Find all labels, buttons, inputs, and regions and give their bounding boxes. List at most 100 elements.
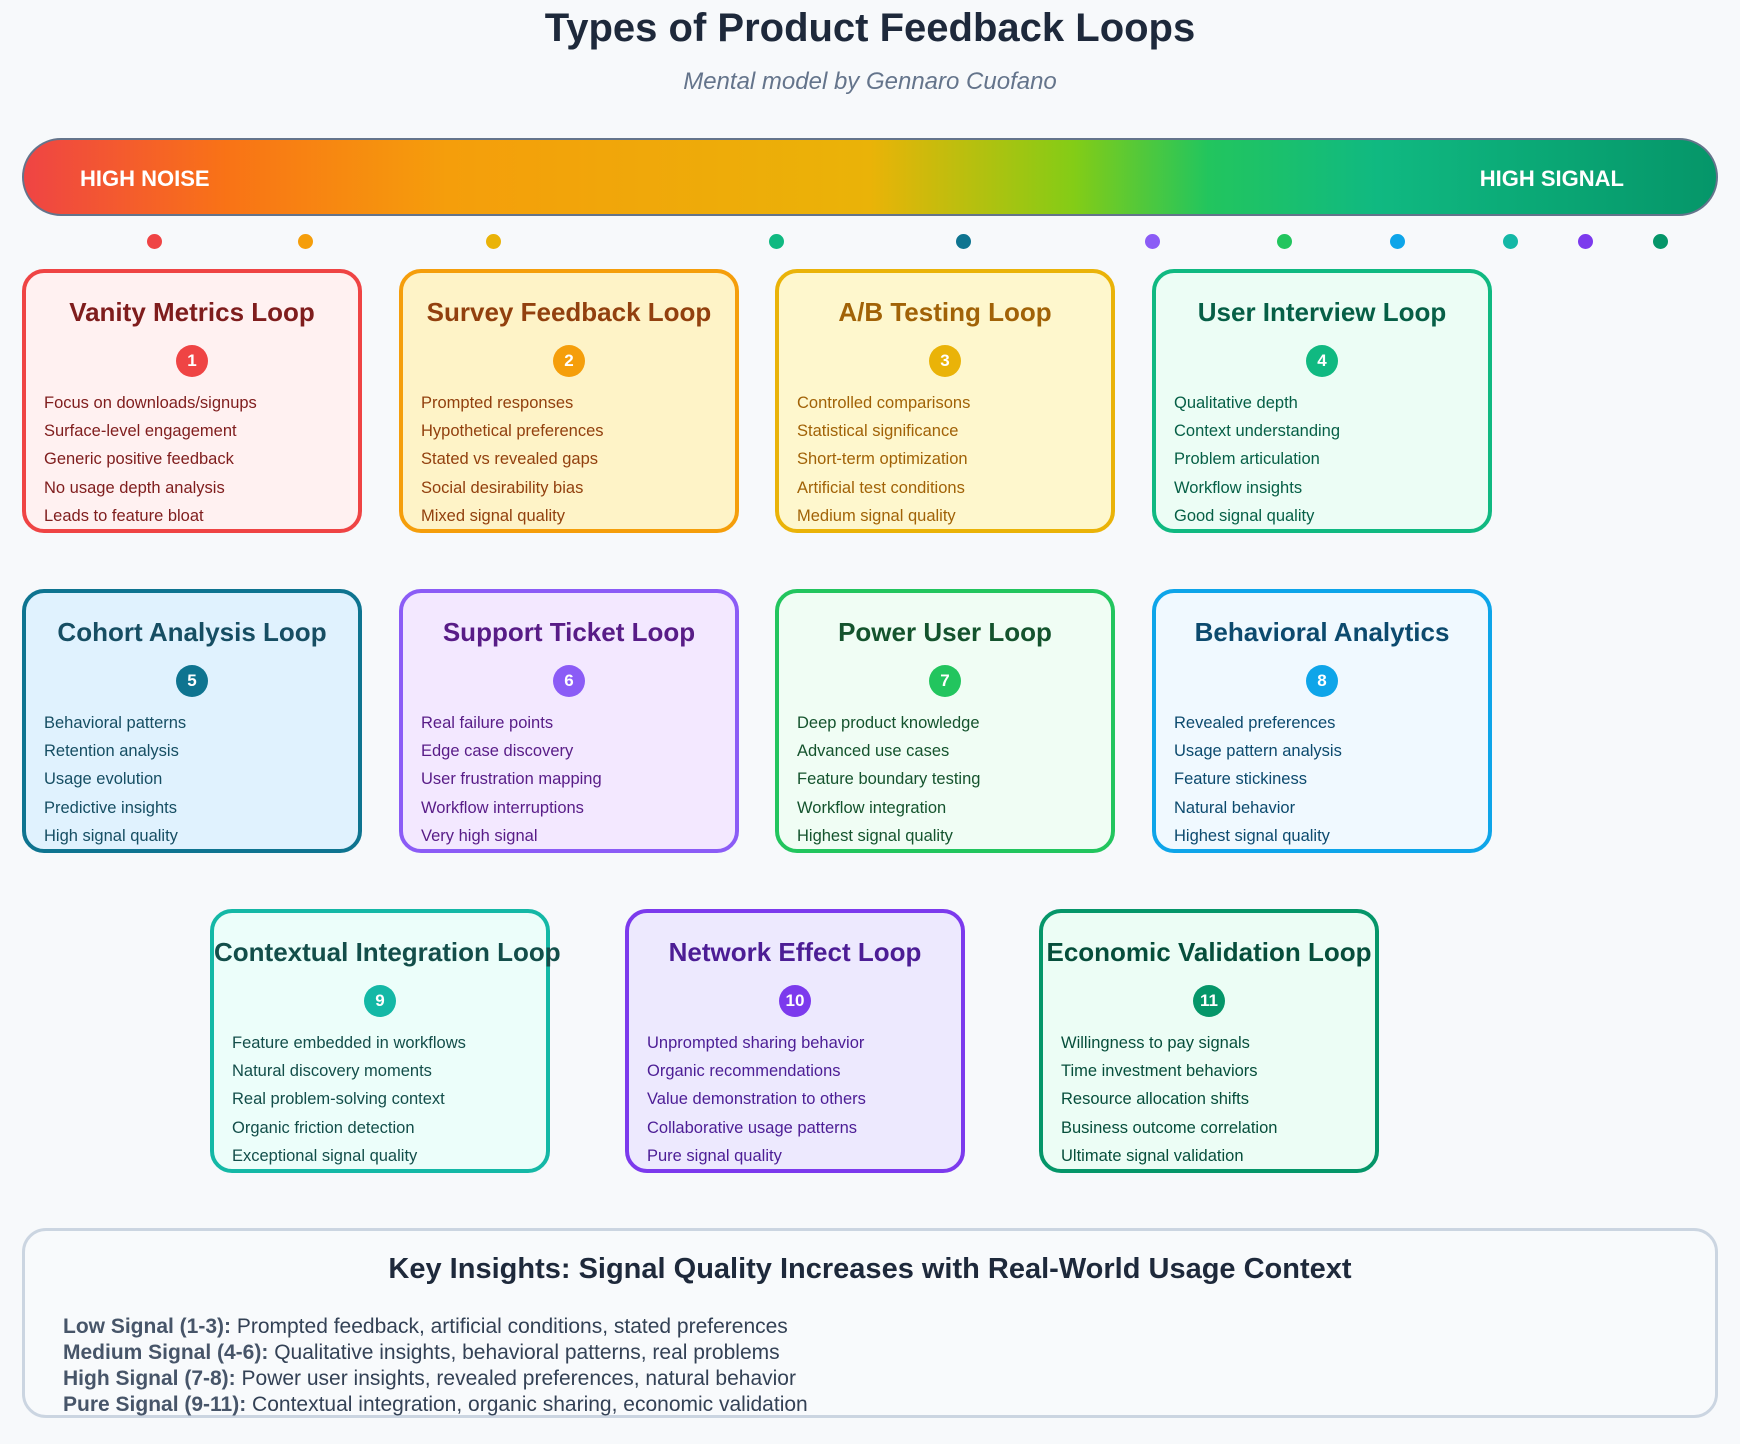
card-title: Economic Validation Loop: [1046, 937, 1372, 967]
card-item: Artificial test conditions: [797, 478, 965, 497]
card-item: Feature embedded in workflows: [232, 1034, 466, 1052]
card-title: Contextual Integration Loop: [214, 937, 561, 967]
spectrum-dot: [1578, 234, 1593, 249]
card-item: Context understanding: [1174, 422, 1341, 441]
card-item: Time investment behaviors: [1061, 1062, 1258, 1081]
card-item: Organic recommendations: [647, 1062, 841, 1081]
card-number-badge: 9: [364, 985, 396, 1017]
card-item: Collaborative usage patterns: [647, 1118, 858, 1137]
card-number-badge: 3: [929, 345, 961, 377]
card-number-badge: 8: [1306, 665, 1338, 697]
high-noise-label: HIGH NOISE: [80, 166, 210, 191]
card-item: Prompted responses: [421, 394, 574, 412]
card-item: Predictive insights: [44, 798, 177, 817]
spectrum-dot: [486, 234, 501, 249]
insight-label: Low Signal (1-3):: [63, 1315, 231, 1338]
card-item: Ultimate signal validation: [1061, 1146, 1244, 1165]
card-item: Usage pattern analysis: [1174, 742, 1342, 761]
card-item: Good signal quality: [1174, 506, 1315, 525]
card-item: Deep product knowledge: [797, 714, 980, 732]
card-number-badge: 6: [553, 665, 585, 697]
card-item: Business outcome correlation: [1061, 1118, 1278, 1137]
card-title: Survey Feedback Loop: [426, 297, 712, 327]
card-item: Surface-level engagement: [44, 422, 237, 441]
card-item: Real failure points: [421, 714, 554, 732]
card-item: Pure signal quality: [647, 1146, 782, 1165]
insight-text: Contextual integration, organic sharing,…: [246, 1393, 808, 1416]
key-insights-heading: Key Insights: Signal Quality Increases w…: [388, 1253, 1352, 1285]
card-title: User Interview Loop: [1197, 297, 1447, 327]
insight-text: Power user insights, revealed preference…: [235, 1367, 796, 1390]
card-item: Natural behavior: [1174, 798, 1296, 817]
card-item: Feature boundary testing: [797, 770, 981, 789]
card-item: Generic positive feedback: [44, 450, 234, 469]
card-number-badge: 4: [1306, 345, 1338, 377]
spectrum-dot: [298, 234, 313, 249]
key-insights-panel: Key Insights: Signal Quality Increases w…: [22, 1228, 1718, 1418]
spectrum-dot: [147, 234, 162, 249]
card-item: No usage depth analysis: [44, 478, 225, 497]
card-item: High signal quality: [44, 826, 178, 845]
card-item: Statistical significance: [797, 422, 959, 441]
spectrum-dot: [956, 234, 971, 249]
card-item: Mixed signal quality: [421, 506, 565, 525]
card-item: Feature stickiness: [1174, 770, 1307, 789]
card-title: Power User Loop: [838, 617, 1052, 647]
card-item: Highest signal quality: [797, 826, 953, 845]
insight-label: High Signal (7-8):: [63, 1367, 236, 1390]
spectrum-dot: [1390, 234, 1405, 249]
insight-label: Medium Signal (4-6):: [63, 1341, 269, 1364]
card-item: Usage evolution: [44, 770, 163, 789]
noise-signal-spectrum-bar: HIGH NOISE HIGH SIGNAL: [22, 138, 1718, 216]
page-title: Types of Product Feedback Loops: [544, 6, 1196, 50]
spectrum-dot: [1503, 234, 1518, 249]
insight-label: Pure Signal (9-11):: [63, 1393, 247, 1416]
card-item: Controlled comparisons: [797, 394, 971, 412]
insight-row: High Signal (7-8): Power user insights, …: [63, 1367, 796, 1391]
card-number-badge: 11: [1193, 985, 1225, 1017]
card-item: User frustration mapping: [421, 770, 602, 789]
card-item: Willingness to pay signals: [1061, 1034, 1250, 1052]
spectrum-dot: [1653, 234, 1668, 249]
card-item: Workflow integration: [797, 798, 947, 817]
card-number-badge: 1: [176, 345, 208, 377]
card-item: Organic friction detection: [232, 1118, 415, 1137]
card-item: Natural discovery moments: [232, 1062, 432, 1081]
page-subtitle: Mental model by Gennaro Cuofano: [683, 68, 1057, 95]
card-item: Unprompted sharing behavior: [647, 1034, 865, 1052]
card-title: Cohort Analysis Loop: [57, 617, 327, 647]
card-title: Behavioral Analytics: [1194, 617, 1450, 647]
card-number-badge: 2: [553, 345, 585, 377]
card-item: Retention analysis: [44, 742, 179, 761]
card-item: Problem articulation: [1174, 450, 1320, 469]
card-item: Edge case discovery: [421, 742, 574, 761]
card-title: Support Ticket Loop: [442, 617, 696, 647]
insight-text: Prompted feedback, artificial conditions…: [231, 1315, 788, 1338]
card-item: Qualitative depth: [1174, 394, 1298, 412]
card-item: Workflow interruptions: [421, 798, 584, 817]
card-item: Short-term optimization: [797, 450, 968, 469]
card-title: Vanity Metrics Loop: [69, 297, 315, 327]
card-item: Very high signal: [421, 826, 538, 845]
card-item: Stated vs revealed gaps: [421, 450, 599, 469]
insight-row: Low Signal (1-3): Prompted feedback, art…: [63, 1315, 788, 1339]
